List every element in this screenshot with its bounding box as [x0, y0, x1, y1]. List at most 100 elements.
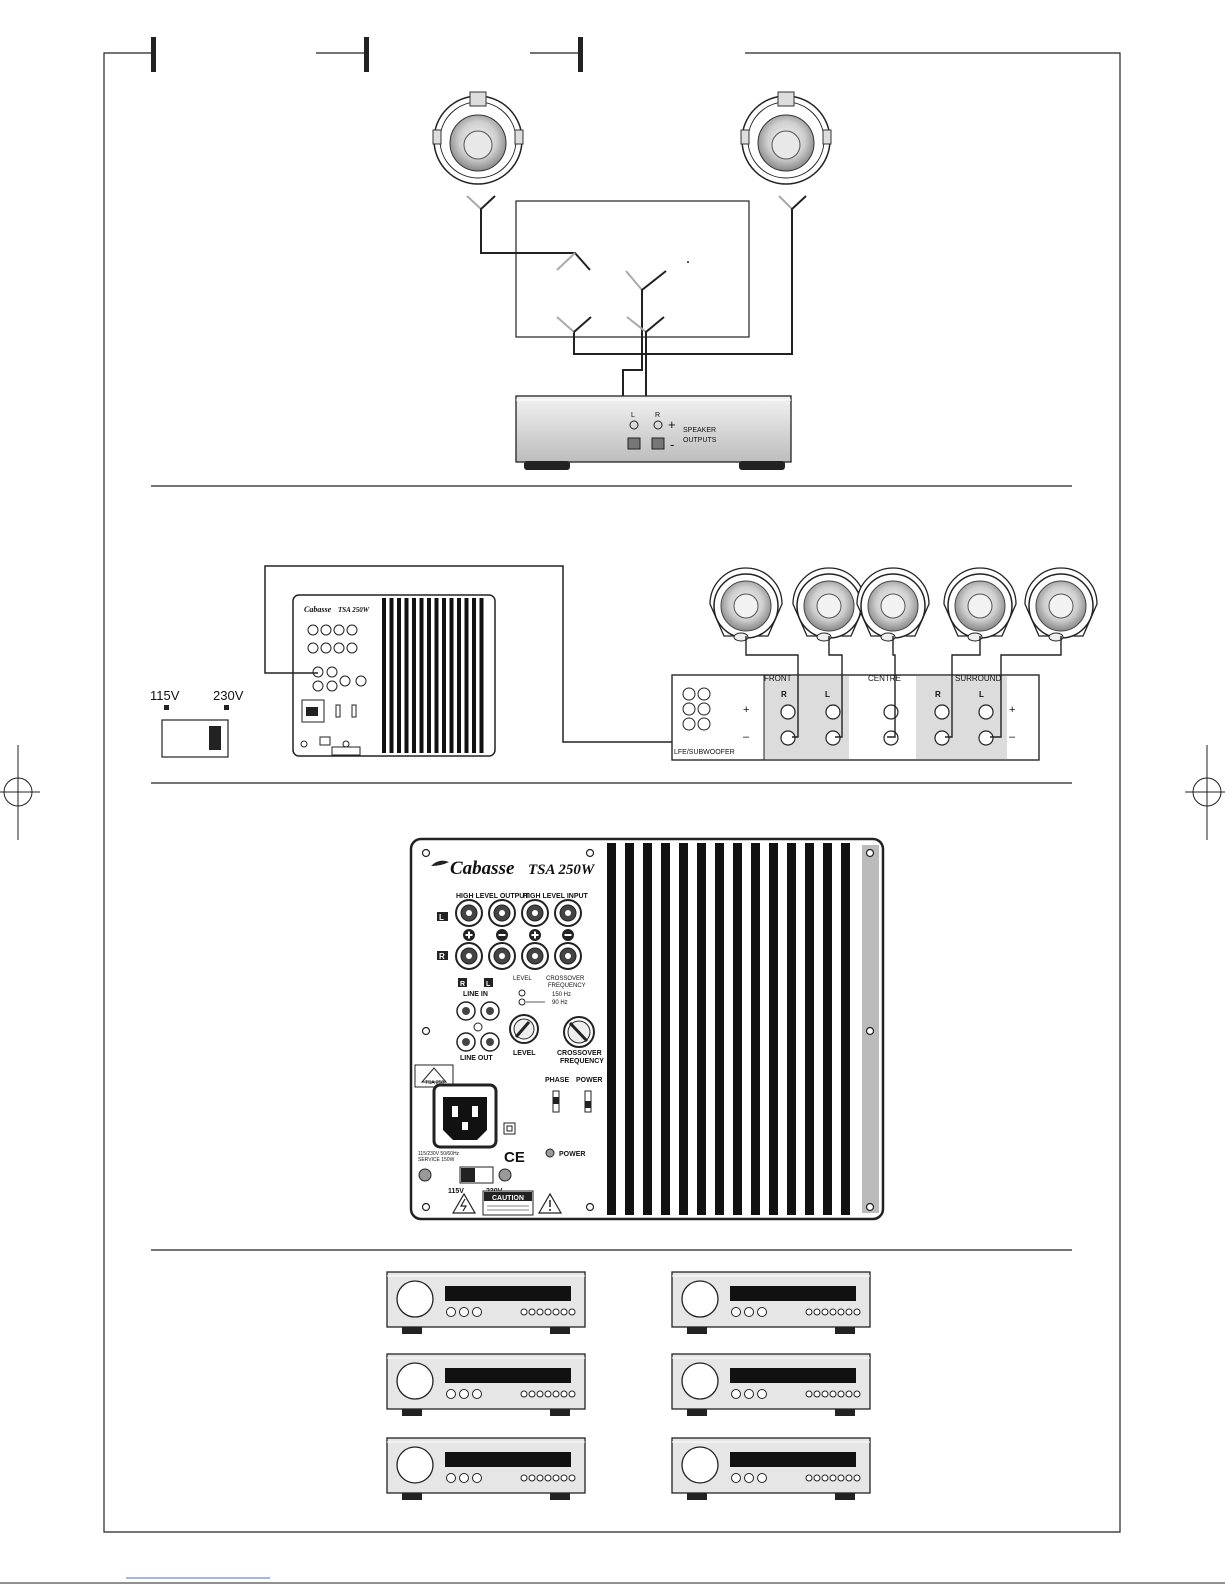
heatsink-fin: [751, 843, 760, 1215]
iec-mains-inlet: [432, 1083, 498, 1149]
component-button: [757, 1307, 767, 1317]
component-knob: [681, 1446, 719, 1484]
receiver-terminal: [978, 704, 994, 720]
component-knob: [396, 1362, 434, 1400]
panel-crossover-2: FREQUENCY: [560, 1058, 604, 1065]
receiver-label-front: FRONT: [764, 674, 792, 683]
component-small-button: [528, 1390, 536, 1398]
heatsink-fin: [769, 843, 778, 1215]
receiver-surround-r: R: [935, 690, 941, 699]
panel-phase: PHASE: [545, 1077, 569, 1084]
panel-ce: CE: [504, 1149, 525, 1166]
amp-label-r: R: [655, 412, 660, 419]
component-small-button: [560, 1474, 568, 1482]
receiver-terminal: [934, 730, 950, 746]
satellite-speaker-badge: [1048, 632, 1064, 642]
heatsink-fin: [733, 843, 742, 1215]
av-receiver-rear: FRONT CENTRE SURROUND R L R L + – + – LF…: [671, 674, 1040, 761]
component-small-button: [813, 1474, 821, 1482]
panel-freq-150: 150 Hz: [552, 992, 571, 998]
binding-posts: [455, 899, 582, 970]
section-tabs: [151, 37, 583, 72]
component-button: [744, 1473, 754, 1483]
component-small-button: [837, 1474, 845, 1482]
crop-mark-right: [1185, 745, 1225, 840]
heatsink-fin-small: [419, 598, 424, 753]
component-small-button: [829, 1390, 837, 1398]
component-small-button: [821, 1474, 829, 1482]
heatsink-fin-small: [397, 598, 401, 753]
heatsink-fin-small: [457, 598, 461, 753]
component-small-button: [536, 1308, 544, 1316]
receiver-terminal: [883, 730, 899, 746]
component-small-button: [837, 1390, 845, 1398]
heatsink-fin: [643, 843, 652, 1215]
component-small-button: [552, 1390, 560, 1398]
heatsink-fin-small: [427, 598, 431, 753]
binding-post-hole: [499, 953, 505, 959]
component-foot: [550, 1409, 570, 1416]
crossover-knob: [563, 1016, 595, 1048]
component-small-button: [829, 1474, 837, 1482]
component-foot: [550, 1327, 570, 1334]
component-button: [472, 1473, 482, 1483]
heatsink-fin-small: [434, 598, 439, 753]
component-small-button: [544, 1474, 552, 1482]
component-small-button: [829, 1308, 837, 1316]
component-button: [472, 1389, 482, 1399]
panel-power: POWER: [576, 1077, 602, 1084]
component-button: [472, 1307, 482, 1317]
component-button: [446, 1389, 456, 1399]
receiver-terminals: [780, 704, 994, 746]
panel-line-in-r: R: [460, 981, 465, 988]
heatsink-fin-small: [442, 598, 446, 753]
heatsink-fin: [787, 843, 796, 1215]
component-small-button: [536, 1474, 544, 1482]
receiver-label-centre: CENTRE: [868, 674, 901, 683]
receiver-plus-right: +: [1009, 704, 1015, 716]
subwoofer-box: [515, 200, 750, 338]
amp-label-l: L: [631, 412, 635, 419]
receiver-terminal: [780, 730, 796, 746]
heatsink-fin: [625, 843, 634, 1215]
receiver-minus-right: –: [1009, 731, 1016, 743]
component-knob: [681, 1280, 719, 1318]
heatsink-fin-small: [464, 598, 469, 753]
component-foot: [687, 1327, 707, 1334]
panel-level: LEVEL: [513, 1050, 536, 1057]
component-small-button: [552, 1474, 560, 1482]
receiver-label-surround: SURROUND: [955, 674, 1001, 683]
binding-post-hole: [466, 910, 472, 916]
heatsink-fins: [607, 843, 850, 1215]
heatsink-fin-small: [382, 598, 386, 753]
component-small-button: [853, 1390, 861, 1398]
panel-brand: Cabasse: [450, 858, 515, 879]
component-button: [459, 1389, 469, 1399]
component-foot: [402, 1409, 422, 1416]
panel-line-in-l: L: [486, 981, 491, 988]
heatsink-fin: [805, 843, 814, 1215]
satellite-speaker-badge: [733, 632, 749, 642]
panel-model: TSA 250W: [528, 862, 596, 878]
panel-power-led: POWER: [559, 1151, 585, 1158]
satellite-speaker-dome: [1048, 593, 1074, 619]
satellite-speakers: [709, 567, 1098, 642]
component-button: [744, 1389, 754, 1399]
component-button: [757, 1389, 767, 1399]
panel-row-l: L: [439, 913, 444, 922]
component-button: [459, 1307, 469, 1317]
component-foot: [835, 1327, 855, 1334]
heatsink-fin: [607, 843, 616, 1215]
heatsink-fin: [841, 843, 850, 1215]
receiver-terminal: [883, 704, 899, 720]
heatsink-fin: [697, 843, 706, 1215]
voltage-230-label: 230V: [213, 688, 244, 703]
amp-label-minus: -: [670, 437, 674, 452]
component-foot: [835, 1409, 855, 1416]
small-panel-brand: Cabasse: [304, 605, 332, 614]
binding-post-hole: [499, 910, 505, 916]
component-small-button: [560, 1308, 568, 1316]
component-small-button: [805, 1474, 813, 1482]
component-small-button: [544, 1390, 552, 1398]
